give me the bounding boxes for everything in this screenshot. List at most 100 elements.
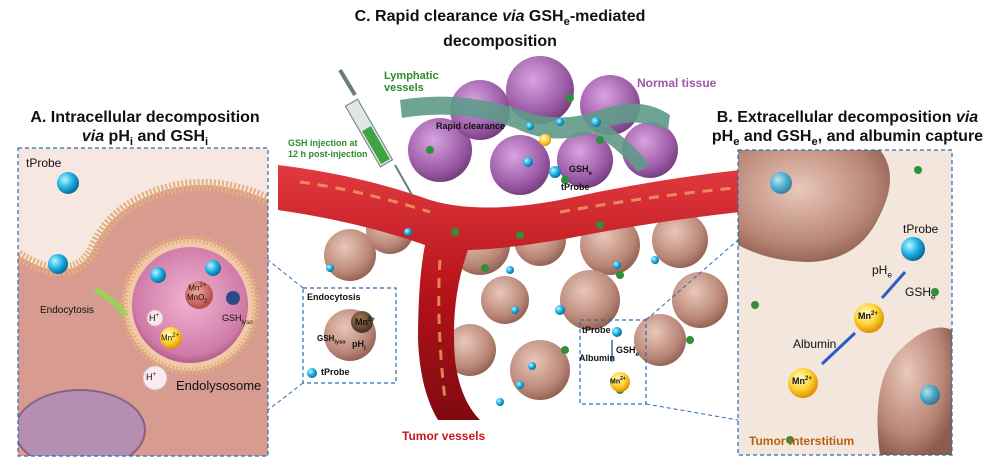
panel-b-label-gshe: GSHe [905,285,936,301]
inset-label-gshlyso-sub: lyso [334,339,346,346]
panel-b-tprobe-icon [901,237,925,261]
panel-a-tprobe-icon [57,172,79,194]
title-b-line1: B. Extracellular decomposition [716,109,956,126]
panel-b-label-phe: pHe [872,263,892,279]
center-inset-endosome [351,311,373,333]
panel-b-label-gshe-sub: e [931,291,936,302]
panel-a-mn-icon [160,327,182,349]
label-gsh-injection-1: GSH injection at [288,138,358,148]
connector-a-top [267,259,304,289]
inset2-label-mn-sup: 2+ [620,376,626,382]
panel-b-label-phe-text: pH [872,263,888,277]
center-gsh-particles [426,94,694,394]
tumor-vessel [278,165,740,420]
center-inset-tprobe-icon [307,368,317,378]
inset2-label-mn-text: Mn [610,378,621,386]
panel-a-hplus-icon [146,309,164,327]
label-tumor-vessels: Tumor vessels [402,429,486,443]
panel-a-label-tprobe: tProbe [26,156,62,170]
title-b-end: , and albumin capture [817,128,984,145]
panel-a-endo-probe-icon [150,267,166,283]
panel-b-probe-in-cell-icon [770,172,792,194]
title-c-gsh: GSH [524,8,564,25]
panel-b-label-mn2: Mn2+ [792,376,812,386]
title-b-ph: pH [711,128,734,145]
center-inset-endocytosis [302,287,397,384]
title-a-ph: pH [104,128,130,145]
label-center-tprobe: tProbe [561,182,590,192]
panel-a-label-endocytosis: Endocytosis [40,305,94,316]
inset-label-tprobe: tProbe [321,367,350,377]
panel-a-box [17,147,269,457]
panel-a-label-mn2-sup: 2+ [172,333,179,339]
panel-b-label-mn1-text: Mn [858,311,871,321]
title-a-via: via [81,128,105,145]
inset2-label-tprobe: tProbe [582,325,611,335]
inset-label-phi-sub: i [364,344,366,352]
label-center-gshe-sub: e [588,169,593,177]
title-b-sub2: e [811,136,818,149]
panel-b-label-mn1-sup: 2+ [871,311,878,317]
title-a-line1: A. Intracellular decomposition [30,109,260,126]
title-a-sub2: i [205,136,209,149]
normal-tissue-cluster [408,56,678,195]
panel-a-label-gshlyso-text: GSH [222,313,242,323]
panel-a-mno2-icon [185,281,213,309]
title-c-via: via [502,8,525,25]
title-a-gsh: and GSH [133,128,206,145]
panel-a-label-mn-sup: 2+ [199,283,207,289]
inset2-label-gshe-text: GSH [616,345,636,355]
title-c: C. Rapid clearance via GSHe-mediated dec… [340,7,660,51]
label-rapid-clearance: Rapid clearance [436,121,506,131]
center-inset-mn-icon [610,372,630,392]
connector-b-bottom [645,403,739,421]
panel-a-label-hplus: H+ [149,313,159,323]
inset-label-mn: Mn2+ [355,317,375,327]
inset-label-phi-text: pH [352,339,364,349]
label-gsh-injection-2: 12 h post-injection [288,149,368,159]
panel-b-arrow-2-icon [820,331,857,366]
inset-label-gshlyso: GSHlyso [317,334,346,346]
inset2-label-gshe: GSHe [616,345,639,358]
panel-a-label-mn2-text: Mn [161,333,173,343]
label-center-gshe-text: GSH [569,164,589,174]
center-probes [326,117,659,406]
inset-label-gshlyso-text: GSH [317,334,335,343]
title-b-sub1: e [733,136,740,149]
title-a-sub1: i [129,136,133,149]
label-normal-tissue: Normal tissue [637,76,717,90]
panel-a-label-endolysosome: Endolysosome [176,378,262,393]
panel-a-label-mno2-text: MnO [187,292,205,302]
label-lymphatic-1: Lymphatic [384,70,439,82]
panel-a-label-mn-mno2: Mn2+ MnO2 [187,282,207,306]
title-c-line2: decomposition [443,33,557,51]
title-b-gsh: and GSH [739,128,812,145]
title-c-text-1: C. Rapid clearance [354,8,503,25]
panel-b-label-phe-sub: e [887,269,893,280]
label-center-gshe: GSHe [569,164,592,177]
inset-label-phi: pHi [352,339,366,352]
panel-a-label-hplus2-text: H [146,372,153,382]
panel-a-label-hplus-sup: + [155,313,160,319]
panel-b-label-mn1: Mn2+ [858,311,878,321]
panel-a-label-hplus2-sup: + [152,372,157,378]
connector-a-bottom [267,382,304,411]
center-inset-probe-icon [612,327,622,337]
panel-b-gsh-particles [751,166,939,444]
panel-b-mn-icon-1 [854,303,884,333]
inset2-label-mn: Mn2+ [610,376,626,385]
panel-a-label-mn-text: Mn [188,283,200,293]
panel-a-label-gshlyso-sub: lyso [241,318,253,326]
panel-b-mn-icon-2 [788,368,818,398]
connector-b-top [645,239,739,321]
panel-a-endocytosis-probe-icon [48,254,68,274]
panel-a-endo-probe2-icon [205,260,221,276]
panel-a-gsh-cluster-icon [226,291,240,305]
title-b-via: via [955,109,979,126]
syringe-icon [338,68,413,196]
inset-label-mn-text: Mn [355,317,368,327]
